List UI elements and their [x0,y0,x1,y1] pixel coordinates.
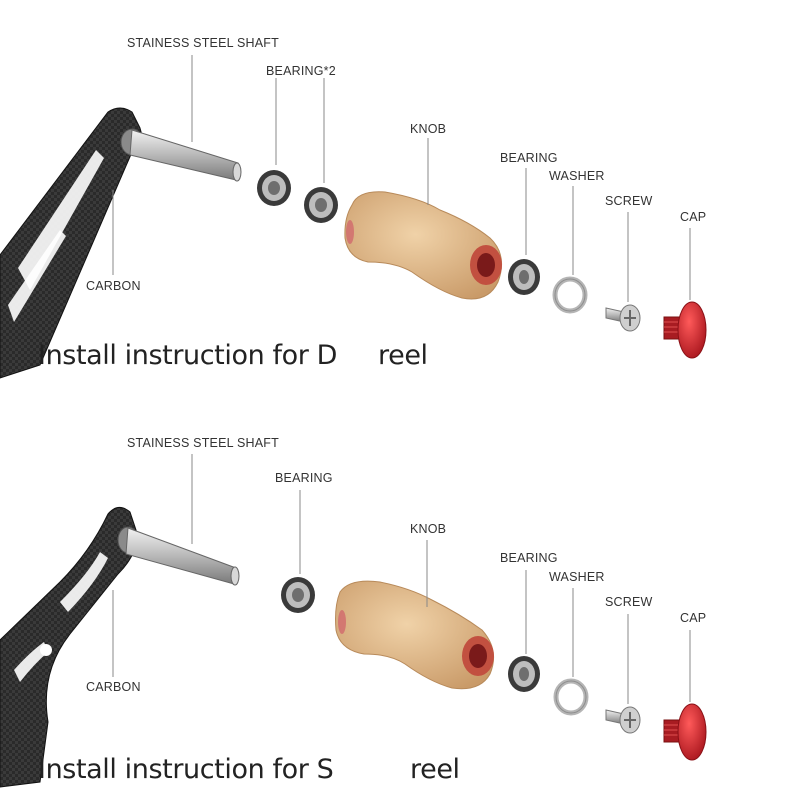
carbon-arm-slot [8,230,66,322]
bearing-left-1 [281,577,315,613]
install-title-prefix: Install instruction for D [38,340,337,371]
carbon-arm-hole [40,644,52,656]
label-knob: KNOB [410,122,447,136]
install-title-prefix: Install instruction for S [38,754,334,785]
bearing-right [508,259,540,295]
carbon-arm-slot [14,642,48,682]
diagram-art [0,454,707,788]
exploded-diagram-s-reel: STAINESS STEEL SHAFT BEARING KNOB BEARIN… [0,402,800,802]
label-bearing-left: BEARING [275,471,333,485]
diagram-art [0,55,707,379]
label-knob: KNOB [410,522,447,536]
label-bearing-left: BEARING*2 [266,64,336,78]
label-cap: CAP [680,611,707,625]
label-carbon: CARBON [86,279,141,293]
washer [553,678,589,716]
exploded-diagram-d-reel: STAINESS STEEL SHAFT BEARING*2 KNOB BEAR… [0,0,800,400]
label-bearing-right: BEARING [500,551,558,565]
label-shaft: STAINESS STEEL SHAFT [127,436,279,450]
label-screw: SCREW [605,595,653,609]
steel-shaft [120,128,242,182]
bearing-left-1 [257,170,291,206]
label-carbon: CARBON [86,680,141,694]
washer [552,276,588,314]
screw [605,706,641,734]
label-cap: CAP [680,210,707,224]
install-title-suffix: reel [378,340,428,371]
red-cap [663,703,707,761]
screw [605,304,641,332]
cork-knob [335,580,495,690]
steel-shaft [117,526,240,586]
label-bearing-right: BEARING [500,151,558,165]
carbon-arm [0,107,142,379]
carbon-arm-slot [18,150,104,290]
bearing-right [508,656,540,692]
carbon-arm-slot [60,552,108,612]
carbon-arm [0,507,138,788]
red-cap [663,301,707,359]
label-washer: WASHER [549,169,605,183]
install-title-suffix: reel [410,754,460,785]
label-washer: WASHER [549,570,605,584]
label-screw: SCREW [605,194,653,208]
cork-knob [344,191,503,300]
bearing-left-2 [304,187,338,223]
label-shaft: STAINESS STEEL SHAFT [127,36,279,50]
